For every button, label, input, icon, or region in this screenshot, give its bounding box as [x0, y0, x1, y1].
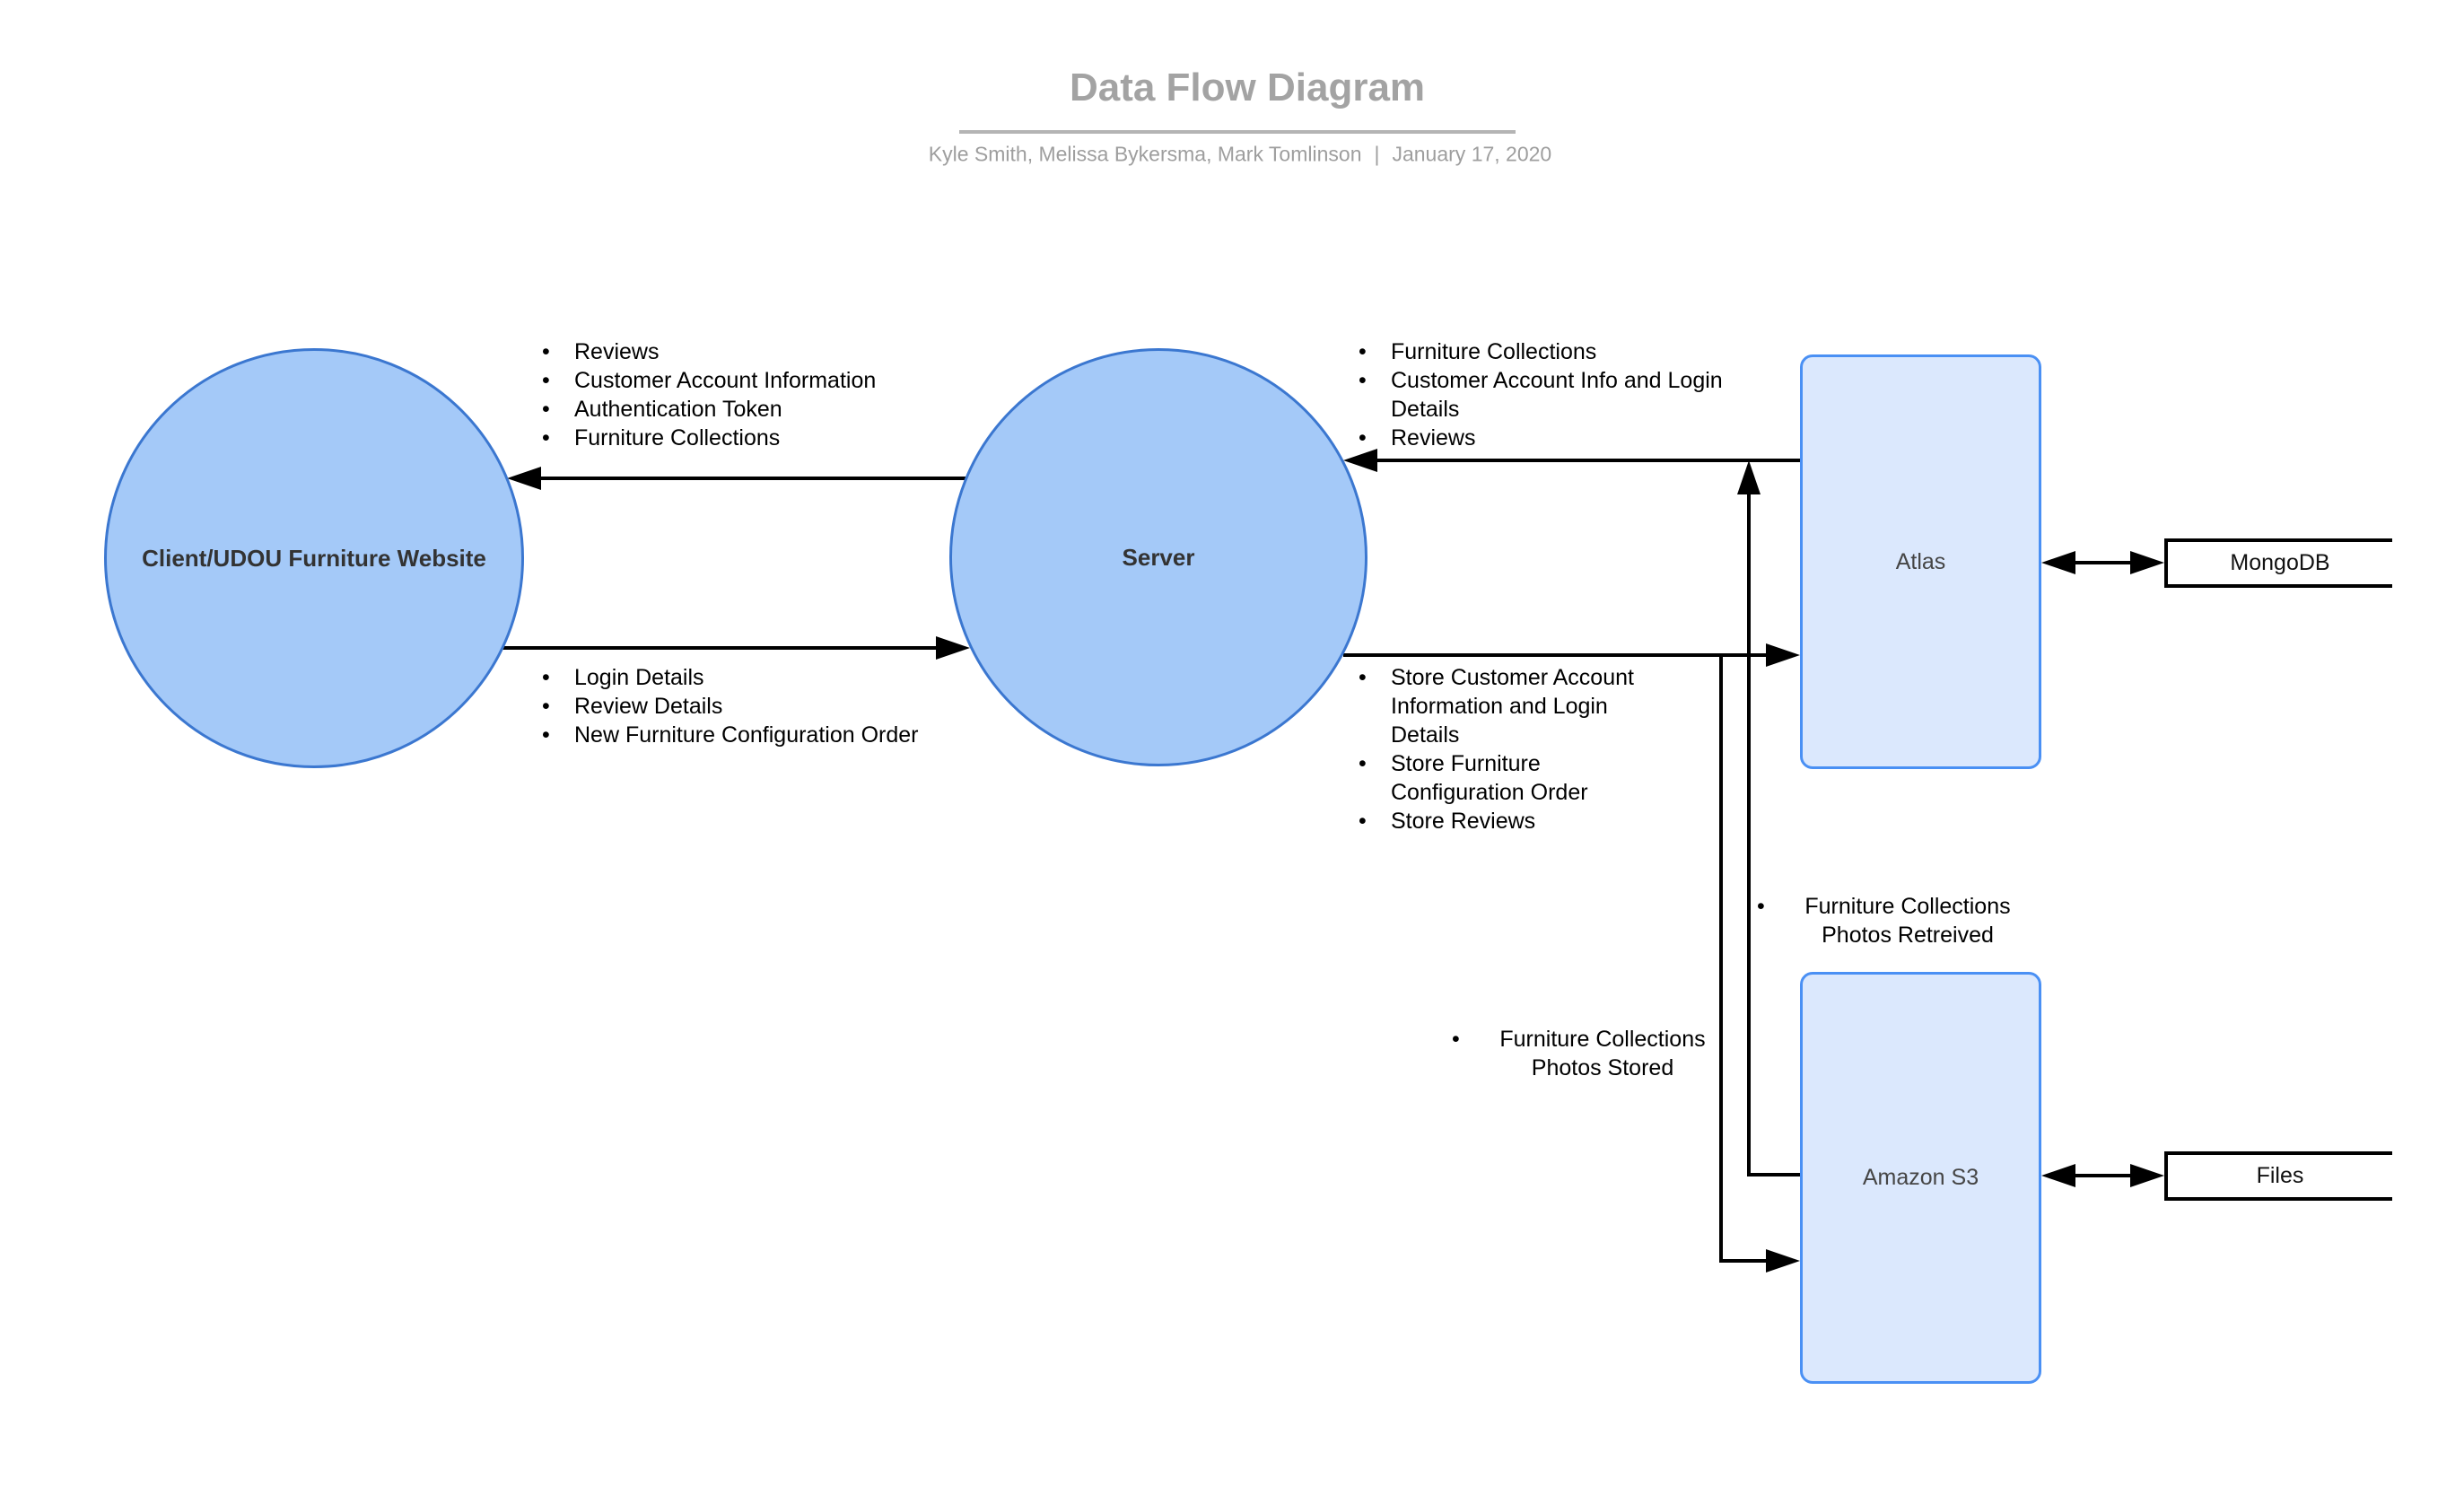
flow-item: Furniture Collections Photos Retreived	[1804, 894, 2011, 948]
flow-label-s3-to-server: • Furniture Collections Photos Retreived	[1757, 892, 2026, 949]
node-server-label: Server	[1122, 543, 1195, 571]
flow-item: Furniture Collections	[540, 424, 1079, 452]
node-atlas-label: Atlas	[1895, 548, 1946, 574]
flow-label-server-to-s3: • Furniture Collections Photos Stored	[1452, 1025, 1721, 1082]
arrow-client-to-server	[502, 636, 970, 660]
bullet-icon: •	[1757, 894, 1765, 919]
arrow-atlas-mongodb	[2041, 551, 2164, 574]
bullet-icon: •	[1452, 1027, 1460, 1052]
flow-item: Customer Account Information	[540, 366, 1079, 395]
arrow-s3-to-server	[1737, 460, 1800, 1176]
title-underline	[959, 130, 1516, 134]
arrow-server-to-client	[507, 467, 966, 490]
node-mongodb: MongoDB	[2164, 538, 2392, 588]
flow-item: Login Details	[540, 663, 1097, 692]
flow-item: Review Details	[540, 692, 1097, 721]
flow-item: Reviews	[540, 337, 1079, 366]
node-client-label: Client/UDOU Furniture Website	[142, 544, 486, 572]
subtitle: Kyle Smith, Melissa Bykersma, Mark Tomli…	[929, 143, 1551, 167]
flow-item: Store Furniture Configuration Order	[1357, 749, 1671, 807]
node-amazon-s3-label: Amazon S3	[1862, 1165, 1979, 1190]
flow-item: Customer Account Info and Login Details	[1357, 366, 1771, 424]
flow-item: Furniture Collections	[1357, 337, 1771, 366]
flow-item: Store Reviews	[1357, 807, 1671, 835]
arrow-server-to-s3	[1719, 655, 1800, 1273]
flow-list-server-to-atlas: Store Customer Account Information and L…	[1357, 663, 1671, 835]
date-text: January 17, 2020	[1392, 142, 1552, 166]
node-amazon-s3: Amazon S3	[1800, 972, 2041, 1384]
node-mongodb-label: MongoDB	[2230, 550, 2330, 575]
flow-item: Furniture Collections Photos Stored	[1499, 1027, 1706, 1080]
flow-list-client-to-server: Login Details Review Details New Furnitu…	[540, 663, 1097, 749]
flow-list-server-to-client: Reviews Customer Account Information Aut…	[540, 337, 1079, 452]
page-title: Data Flow Diagram	[1069, 66, 1426, 109]
flow-item: Store Customer Account Information and L…	[1357, 663, 1671, 749]
authors-text: Kyle Smith, Melissa Bykersma, Mark Tomli…	[928, 142, 1362, 166]
flow-item: Authentication Token	[540, 395, 1079, 424]
node-files: Files	[2164, 1151, 2392, 1201]
arrow-s3-files	[2041, 1164, 2164, 1187]
flow-item: Reviews	[1357, 424, 1771, 452]
flow-list-atlas-to-server: Furniture Collections Customer Account I…	[1357, 337, 1771, 452]
node-atlas: Atlas	[1800, 354, 2041, 769]
node-files-label: Files	[2256, 1163, 2304, 1188]
subtitle-separator: |	[1374, 142, 1380, 166]
flow-item: New Furniture Configuration Order	[540, 721, 1097, 749]
node-client: Client/UDOU Furniture Website	[104, 348, 524, 768]
